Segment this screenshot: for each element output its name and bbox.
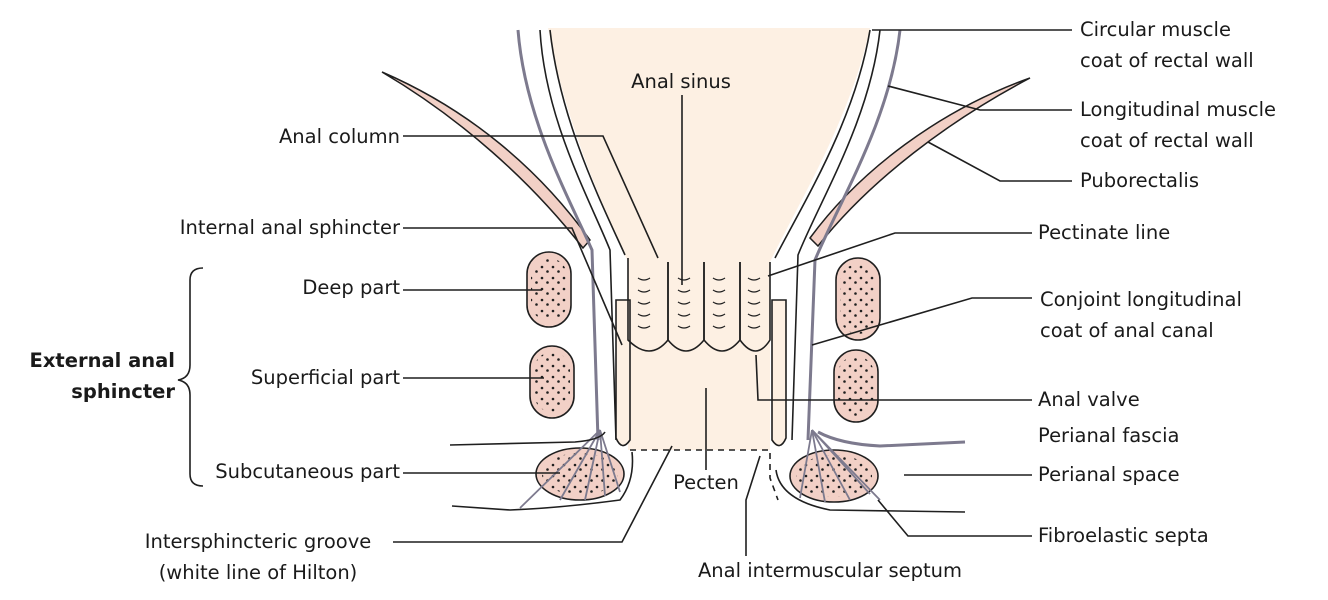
leader-longitudinal: [887, 85, 1072, 111]
rectal-wall-left-outer: [516, 29, 600, 441]
label-superficial-part: Superficial part: [250, 366, 400, 389]
label-conjoint-2: coat of anal canal: [1040, 319, 1214, 342]
superficial-part-left-dots: [534, 352, 570, 412]
label-perianal-space: Perianal space: [1038, 463, 1180, 486]
label-longitudinal-muscle-2: coat of rectal wall: [1080, 129, 1254, 152]
anal-columns: [627, 258, 771, 352]
label-anal-valve: Anal valve: [1038, 388, 1140, 411]
anal-valve-marks: [637, 277, 761, 329]
label-deep-part: Deep part: [302, 276, 400, 299]
leader-fibroelastic: [877, 499, 1032, 537]
skin-right: [775, 469, 966, 513]
label-circular-muscle-1: Circular muscle: [1080, 18, 1231, 41]
label-circular-muscle-2: coat of rectal wall: [1080, 49, 1254, 72]
fibroelastic-septa-lines: [519, 429, 881, 509]
label-conjoint-1: Conjoint longitudinal: [1040, 288, 1242, 311]
leader-lines: [393, 29, 1072, 556]
rectal-wall-right-outer: [806, 29, 902, 441]
deep-part-right-dots: [840, 264, 876, 334]
leader-conjoint: [811, 297, 1032, 346]
rectal-wall-right-inner: [791, 29, 881, 441]
perianal-fascia-left: [449, 431, 606, 446]
internal-sphincter-left: [615, 299, 631, 447]
puborectalis-left: [381, 71, 591, 250]
skin-left: [451, 451, 634, 511]
label-external-anal-sphincter-1: External anal: [29, 349, 175, 372]
superficial-part-right-dots: [838, 356, 874, 416]
subcutaneous-part-right-dots: [796, 455, 872, 497]
leader-anal-column: [403, 135, 659, 259]
label-external-anal-sphincter-2: sphincter: [71, 380, 175, 403]
label-pecten: Pecten: [673, 471, 739, 494]
label-intersphincteric-groove-2: (white line of Hilton): [158, 561, 358, 584]
deep-part-left-dots: [531, 258, 567, 321]
label-pectinate-line: Pectinate line: [1038, 221, 1171, 244]
external-sphincter-brace: [177, 267, 204, 487]
label-anal-intermuscular-septum: Anal intermuscular septum: [697, 559, 963, 582]
label-fibroelastic-septa: Fibroelastic septa: [1038, 524, 1209, 547]
subcutaneous-part-left-dots: [542, 453, 618, 495]
label-anal-column: Anal column: [278, 125, 400, 148]
label-subcutaneous-part: Subcutaneous part: [215, 460, 400, 483]
rectal-wall-right-lumen: [774, 29, 871, 259]
leader-intersphincteric: [393, 445, 673, 543]
rectal-wall-left-lumen: [549, 29, 626, 256]
leader-anal-valve: [755, 354, 1032, 401]
leader-puborectalis: [927, 141, 1072, 182]
leader-pectinate: [767, 232, 1032, 277]
perianal-fascia-right: [817, 430, 966, 448]
puborectalis-right: [809, 77, 1031, 248]
leader-internal-sphincter: [403, 227, 623, 346]
label-intersphincteric-groove-1: Intersphincteric groove: [144, 530, 372, 553]
label-perianal-fascia: Perianal fascia: [1038, 424, 1180, 447]
leader-intermuscular-septum: [745, 455, 761, 556]
label-internal-anal-sphincter: Internal anal sphincter: [179, 216, 400, 239]
label-longitudinal-muscle-1: Longitudinal muscle: [1080, 98, 1276, 121]
label-anal-sinus: Anal sinus: [631, 70, 731, 93]
rectal-wall-left-inner: [539, 29, 617, 441]
pecten-lower-border: [630, 449, 779, 501]
internal-sphincter-right: [771, 299, 787, 447]
label-puborectalis: Puborectalis: [1080, 169, 1199, 192]
